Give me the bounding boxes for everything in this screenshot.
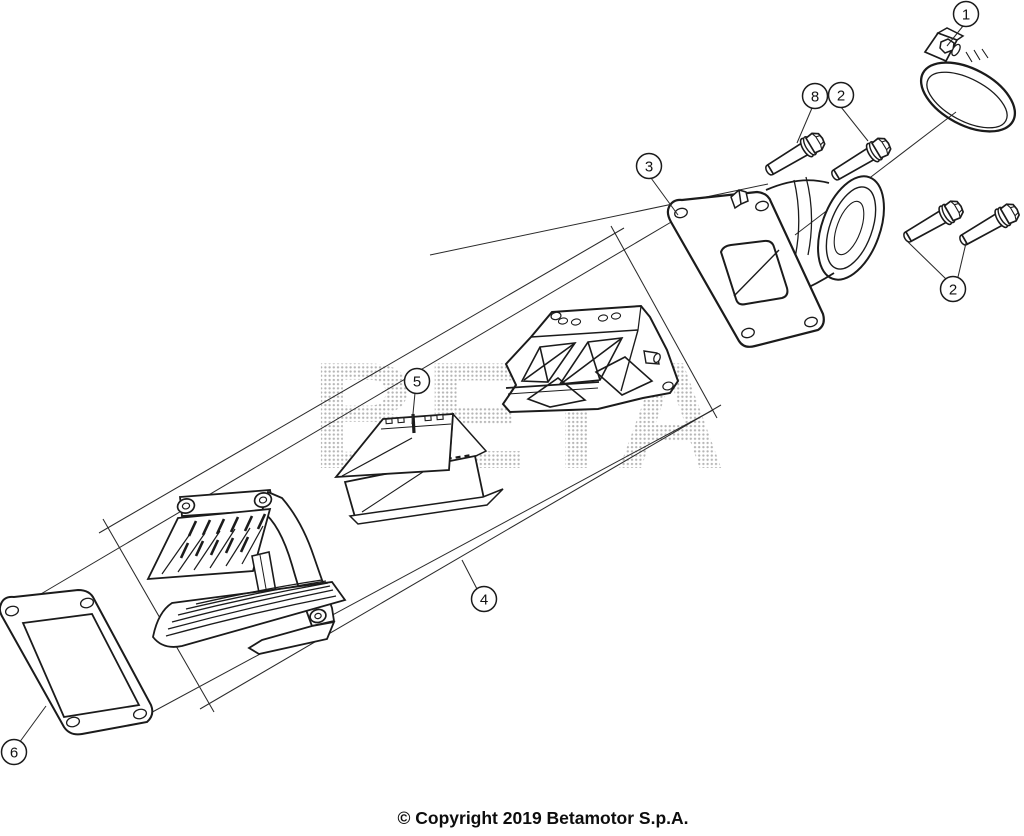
callout-4: 4 [470,585,498,613]
block-windows [520,337,654,408]
copyright-notice: © Copyright 2019 Betamotor S.p.A. [398,808,689,828]
reed-petals [334,412,504,525]
reed-stop-cage [146,489,347,655]
callout-6-label: 6 [10,745,18,762]
callout-8: 8 [801,82,829,110]
callout-2-top-label: 2 [837,88,845,105]
callout-8-label: 8 [811,89,819,106]
bolt-2b [898,196,967,249]
stop-slots-upper [161,525,264,575]
callout-1-label: 1 [962,7,970,24]
clamp-band-slots [965,48,989,63]
callouts: 1 8 2 3 2 5 4 6 [0,0,980,766]
callout-2-right: 2 [939,275,967,303]
reed-valve-block [501,304,680,414]
callout-6: 6 [0,738,28,766]
block-top-ports [557,312,622,326]
callout-2-right-label: 2 [949,282,957,299]
callout-5-label: 5 [413,374,421,391]
petal-strip-holes [385,414,444,425]
stop-fingers-upper [179,513,267,559]
callout-1: 1 [952,0,980,28]
callout-4-label: 4 [480,592,488,609]
vacuum-nipple [730,189,749,210]
reed-valve-gasket [0,588,154,736]
stop-fingers-lower [165,579,337,637]
callout-3-label: 3 [645,159,653,176]
intake-manifold [666,175,885,348]
bolt-8 [760,128,829,182]
flange-bolts [760,128,1023,252]
assembly-bounding-box [98,225,722,713]
hose-clamp [919,27,1017,133]
callout-2-top: 2 [827,81,855,109]
callout-5: 5 [403,367,431,395]
leader-lines [18,25,967,744]
callout-3: 3 [635,152,663,180]
